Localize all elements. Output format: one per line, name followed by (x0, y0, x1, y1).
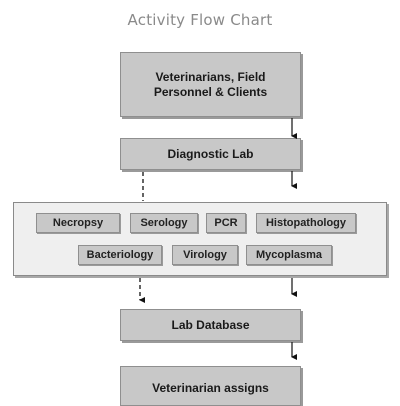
node-bacteriology: Bacteriology (78, 245, 162, 265)
node-histopathology: Histopathology (256, 213, 356, 233)
node-label-line-2: Personnel & Clients (153, 84, 268, 99)
node-virology: Virology (172, 245, 238, 265)
chart-title: Activity Flow Chart (127, 11, 273, 29)
node-pcr: PCR (206, 213, 246, 233)
node-mycoplasma: Mycoplasma (246, 245, 332, 265)
tests-group: Necropsy Serology PCR Histopathology Bac… (13, 202, 387, 276)
node-veterinarian-assigns: Veterinarian assigns (120, 366, 301, 406)
node-label-line-1: Veterinarians, Field (155, 69, 266, 84)
node-veterinarians-field-personnel-clients: Veterinarians, Field Personnel & Clients (120, 52, 301, 117)
node-lab-database: Lab Database (120, 309, 301, 341)
node-diagnostic-lab: Diagnostic Lab (120, 138, 301, 170)
node-necropsy: Necropsy (36, 213, 120, 233)
node-serology: Serology (130, 213, 198, 233)
